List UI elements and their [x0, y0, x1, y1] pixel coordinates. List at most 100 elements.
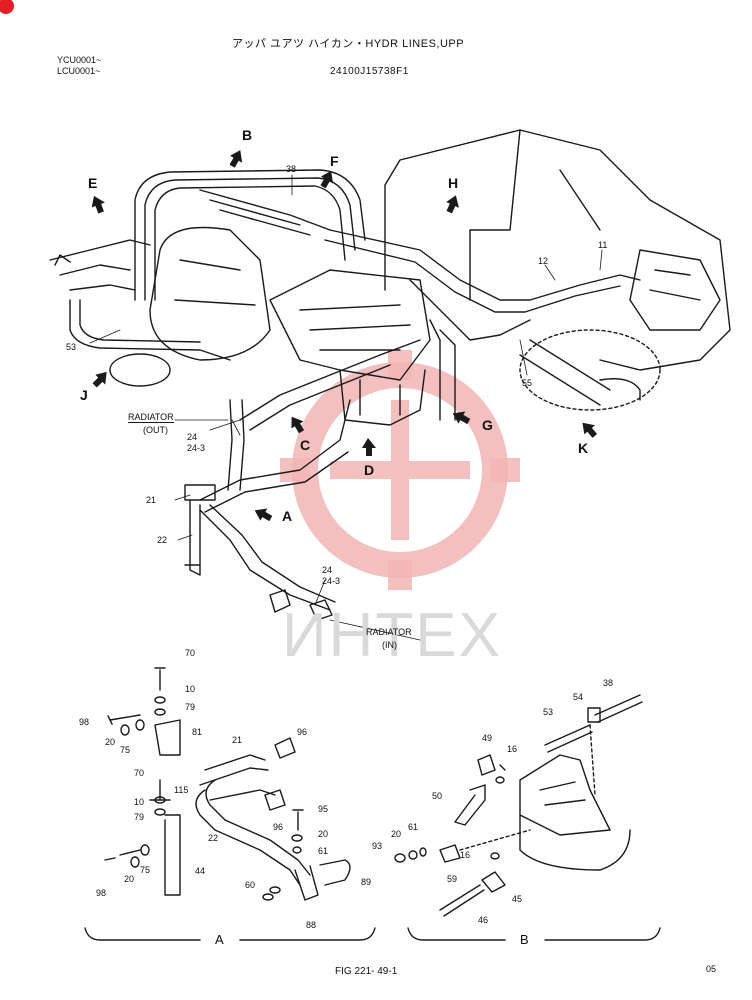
pump-body: [149, 226, 271, 361]
detail-a-caption: A: [215, 932, 224, 947]
arrow-label-e: E: [88, 175, 98, 191]
radiator-out-label: RADIATOR: [128, 412, 174, 423]
detail-b-ref-61: 61: [408, 822, 419, 832]
detail-b-ref-46: 46: [478, 915, 489, 925]
hose-bundle-2: [144, 177, 356, 301]
radiator-in-label: RADIATOR: [366, 627, 412, 637]
detail-a-bracket: [84, 927, 376, 941]
detail-a-ref-61: 61: [318, 846, 329, 856]
radiator-out-sublabel: (OUT): [143, 425, 168, 435]
cooler-cylinder: [519, 329, 661, 411]
leader-lines-main: [89, 174, 603, 641]
fittings-e: [49, 239, 151, 291]
ref-55: 55: [522, 378, 533, 388]
detail-a-ref-21: 21: [232, 735, 243, 745]
detail-b-ref-50: 50: [432, 791, 443, 801]
figure-number: FIG 221- 49-1: [335, 966, 398, 977]
serial-range-2: LCU0001~: [57, 66, 101, 76]
detail-a-ref-95: 95: [318, 804, 329, 814]
detail-b-ref-59: 59: [447, 874, 458, 884]
detail-a-ref-79-top: 79: [185, 702, 196, 712]
detail-a-ref-81: 81: [192, 727, 203, 737]
detail-a-ref-70-mid: 70: [134, 768, 145, 778]
corner-mark: [0, 0, 14, 14]
pipe-left-loop: [69, 299, 231, 361]
ref-38: 38: [286, 164, 297, 174]
radiator-in-sublabel: (IN): [382, 640, 397, 650]
detail-a-ref-44: 44: [195, 866, 206, 876]
pipe-a-lower: [199, 504, 336, 611]
serial-range-1: YCU0001~: [57, 55, 102, 65]
cooler-pipe: [519, 339, 641, 406]
arrow-label-c: C: [300, 437, 311, 453]
detail-a-ref-98-top: 98: [79, 717, 90, 727]
detail-a-ref-75-top: 75: [120, 745, 131, 755]
engine-housing: [384, 129, 731, 371]
detail-a-ref-98-bottom: 98: [96, 888, 107, 898]
ref-22: 22: [157, 535, 168, 545]
part-number: 24100J15738F1: [330, 66, 409, 77]
arrow-label-a: A: [282, 508, 293, 524]
arrow-label-h: H: [448, 175, 459, 191]
detail-b-caption: B: [520, 932, 529, 947]
detail-b-ref-38: 38: [603, 678, 614, 688]
detail-a-ref-115: 115: [174, 785, 189, 795]
detail-b-ref-93: 93: [372, 841, 383, 851]
detail-b-bracket: [407, 927, 661, 941]
detail-a-ref-75-bottom: 75: [140, 865, 151, 875]
arrow-label-d: D: [364, 462, 375, 478]
arrow-label-k: K: [578, 440, 589, 456]
ref-24-3-out: 24-3: [187, 443, 206, 453]
arrow-label-j: J: [80, 387, 88, 403]
arrow-label-g: G: [482, 417, 493, 433]
engine-block-right: [629, 249, 721, 331]
detail-b-ref-16-bottom: 16: [460, 850, 471, 860]
page-number: 05: [706, 964, 717, 974]
arrow-label-f: F: [330, 153, 339, 169]
detail-a-ref-89: 89: [361, 877, 372, 887]
hose-right-1: [329, 229, 641, 301]
hose-bundle-4: [199, 189, 331, 236]
ref-24-in: 24: [322, 565, 333, 575]
detail-a-ref-70-top: 70: [185, 648, 196, 658]
detail-a-ref-96-top: 96: [297, 727, 308, 737]
valve-lower: [339, 369, 426, 426]
detail-a-ref-96-mid: 96: [273, 822, 284, 832]
detail-a-ref-20-top: 20: [105, 737, 116, 747]
ref-24-3-in: 24-3: [322, 576, 341, 586]
watermark-gear-teeth: [280, 350, 520, 590]
watermark-text: ИНТЕХ: [282, 601, 502, 670]
hose-bundle-1: [134, 169, 366, 301]
detail-b-ref-16-top: 16: [507, 744, 518, 754]
pump-bottom: [109, 353, 171, 387]
detail-b-ref-54: 54: [573, 692, 584, 702]
detail-a-ref-79-mid: 79: [134, 812, 145, 822]
ref-11: 11: [598, 240, 608, 250]
detail-b-ref-53: 53: [543, 707, 554, 717]
detail-a-ref-22: 22: [208, 833, 219, 843]
detail-a-ref-10-mid: 10: [134, 797, 145, 807]
detail-b-ref-45: 45: [512, 894, 523, 904]
ref-21: 21: [146, 495, 157, 505]
hose-right-3: [409, 279, 531, 341]
bracket-22: [184, 484, 216, 576]
detail-a-ref-10-top: 10: [185, 684, 196, 694]
ref-24-out: 24: [187, 432, 198, 442]
ref-53: 53: [66, 342, 77, 352]
hose-right-2: [324, 239, 621, 313]
detail-b-drawing: [394, 694, 643, 917]
detail-b-ref-20: 20: [391, 829, 402, 839]
detail-a-ref-20-mid: 20: [318, 829, 329, 839]
detail-a-drawing: [104, 667, 351, 901]
ref-12: 12: [538, 256, 549, 266]
view-arrows: [91, 150, 598, 522]
radiator-out-pipe: [227, 339, 421, 491]
hose-to-g: [429, 319, 456, 421]
detail-a-ref-88: 88: [306, 920, 317, 930]
detail-a-ref-60: 60: [245, 880, 256, 890]
clamp-radiator-in: [269, 589, 333, 621]
control-valve: [269, 269, 431, 381]
arrow-label-b: B: [242, 127, 253, 143]
detail-a-ref-20-bottom: 20: [124, 874, 135, 884]
